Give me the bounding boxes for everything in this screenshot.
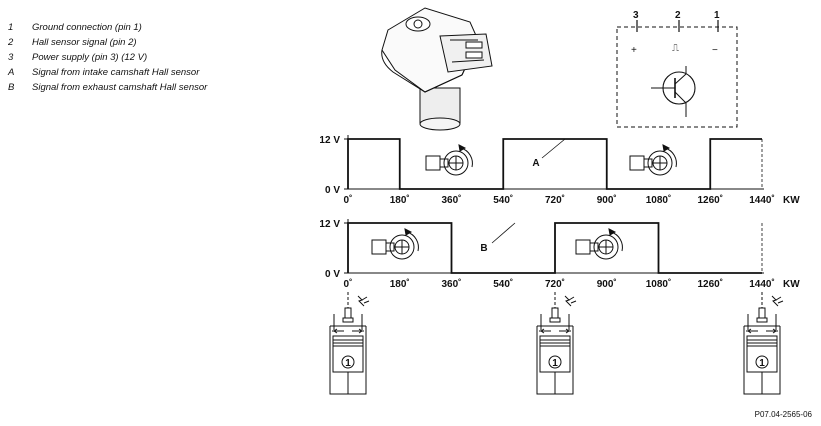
legend-key: B [8, 82, 15, 93]
axis-tick-label: 1260˚ [697, 194, 723, 206]
axis-tick-label: 1440˚ [749, 194, 775, 206]
pulse-symbol: ⎍ [672, 43, 679, 54]
legend-key: A [8, 67, 15, 78]
cylinder-number: 1 [759, 358, 765, 369]
reference-code: P07.04-2565-06 [755, 410, 813, 419]
y-low-label: 0 V [325, 185, 340, 196]
camshaft-wheel-icon [575, 228, 623, 260]
cylinder-icon: 1 [536, 292, 577, 395]
legend-text: Signal from exhaust camshaft Hall sensor [32, 82, 208, 93]
cylinder-icon: 1 [329, 292, 370, 395]
minus-symbol: − [712, 45, 718, 56]
axis-tick-label: 360˚ [441, 278, 461, 290]
legend-item: A Signal from intake camshaft Hall sensor [8, 65, 207, 80]
y-high-label: 12 V [319, 219, 340, 230]
axis-tick-label: 540˚ [493, 194, 513, 206]
axis-unit: KW [783, 195, 800, 206]
axis-tick-label: 900˚ [597, 194, 617, 206]
axis-tick-label: 0˚ [344, 194, 353, 206]
axis-tick-label: 720˚ [545, 194, 565, 206]
camshaft-wheel-icon [425, 144, 473, 176]
plus-symbol: + [631, 45, 637, 56]
legend-item: 1 Ground connection (pin 1) [8, 20, 207, 35]
camshaft-wheel-icon [371, 228, 419, 260]
axis-tick-label: 180˚ [390, 194, 410, 206]
legend-key: 3 [8, 52, 14, 63]
legend-item: 3 Power supply (pin 3) (12 V) [8, 50, 207, 65]
axis-tick-label: 360˚ [441, 194, 461, 206]
sensor-schematic: 3 2 1 + ⎍ − [616, 10, 738, 128]
axis-tick-label: 900˚ [597, 278, 617, 290]
legend-item: B Signal from exhaust camshaft Hall senso… [8, 80, 207, 95]
pin-number: 2 [675, 10, 681, 21]
cylinder-icon: 1 [743, 292, 784, 395]
axis-tick-label: 540˚ [493, 278, 513, 290]
pin-number: 3 [633, 10, 639, 21]
signal-waveform [347, 222, 762, 274]
signal-graph: 12 V 0 V 0˚ 180˚ 360˚ 540˚ 720˚ 900˚ 1080˚ 1260˚ 1… [319, 219, 800, 290]
pin-number: 1 [714, 10, 720, 21]
axis-tick-label: 1080˚ [646, 278, 672, 290]
legend-item: 2 Hall sensor signal (pin 2) [8, 35, 207, 50]
signal-label: A [532, 158, 539, 169]
axis-tick-label: 1260˚ [697, 278, 723, 290]
legend-key: 1 [8, 22, 14, 33]
legend: 1 Ground connection (pin 1) 2 Hall sensor … [8, 20, 207, 95]
cylinder-number: 1 [345, 358, 351, 369]
y-high-label: 12 V [319, 135, 340, 146]
legend-key: 2 [8, 37, 14, 48]
hall-sensor-illustration [381, 7, 493, 131]
axis-tick-label: 0˚ [344, 278, 353, 290]
axis-tick-label: 1440˚ [749, 278, 775, 290]
camshaft-wheel-icon [629, 144, 677, 176]
axis-tick-label: 180˚ [390, 278, 410, 290]
cylinder-number: 1 [552, 358, 558, 369]
legend-text: Ground connection (pin 1) [32, 22, 142, 33]
axis-unit: KW [783, 279, 800, 290]
signal-graph: 12 V 0 V 0˚ 180˚ 360˚ 540˚ 720˚ 900˚ 1080˚ 1260˚ 1… [319, 135, 800, 206]
y-low-label: 0 V [325, 269, 340, 280]
signal-label: B [480, 243, 487, 254]
axis-tick-label: 720˚ [545, 278, 565, 290]
legend-text: Power supply (pin 3) (12 V) [32, 52, 148, 63]
axis-tick-label: 1080˚ [646, 194, 672, 206]
legend-text: Signal from intake camshaft Hall sensor [32, 67, 200, 78]
legend-text: Hall sensor signal (pin 2) [32, 37, 137, 48]
signal-waveform [347, 138, 762, 190]
